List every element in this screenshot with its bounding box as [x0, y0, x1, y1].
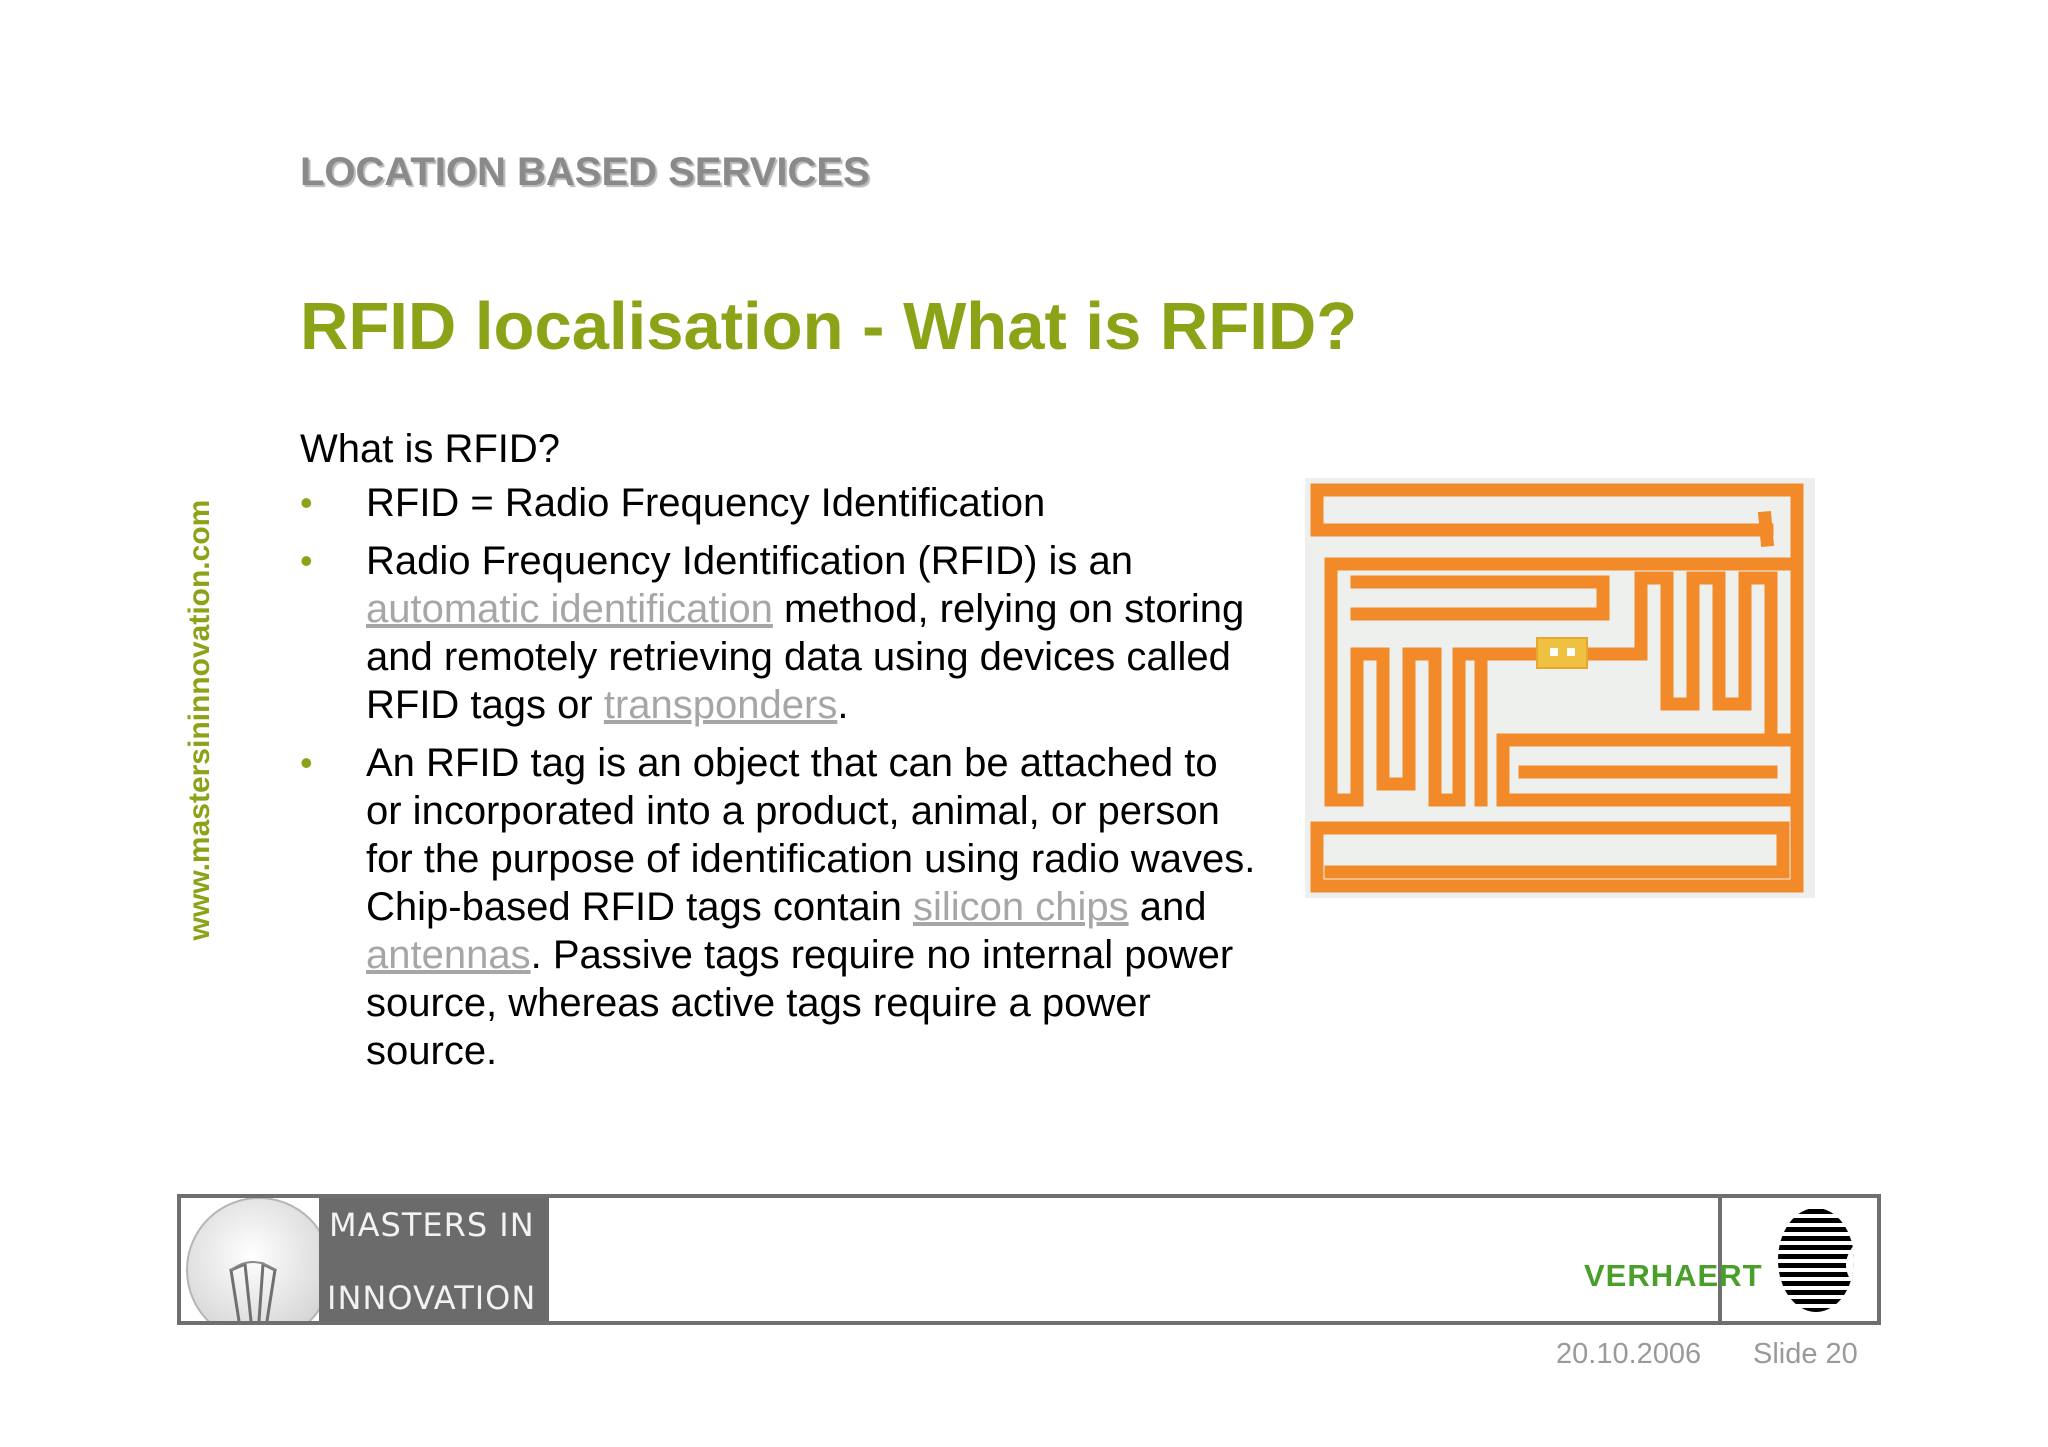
rfid-antenna-graphic — [1310, 483, 1804, 893]
bullet-list: • RFID = Radio Frequency Identification … — [300, 479, 1260, 1075]
verhaert-logo-icon — [1778, 1209, 1854, 1312]
bullet-dot: • — [300, 540, 313, 581]
rfid-tag-image — [1305, 478, 1815, 898]
link-antennas[interactable]: antennas — [366, 933, 531, 977]
bullet-text: method, relying on storing and remotely … — [366, 587, 1245, 727]
bullet-text: Radio Frequency Identification (RFID) is… — [366, 539, 1133, 583]
footer-bar: MASTERS IN INNOVATION VERHAERT — [177, 1194, 1881, 1325]
bullet-dot: • — [300, 482, 313, 523]
rfid-chip — [1536, 637, 1588, 669]
footer-divider — [1718, 1198, 1722, 1321]
link-silicon-chips[interactable]: silicon chips — [912, 885, 1129, 929]
bullet-text: and — [1128, 885, 1207, 929]
slide-number: Slide 20 — [1753, 1338, 1858, 1370]
link-automatic-identification[interactable]: automatic identification — [366, 587, 773, 631]
bullet-text: . — [837, 683, 849, 727]
section-header: LOCATION BASED SERVICES — [300, 150, 870, 194]
link-transponders[interactable]: transponders — [603, 683, 838, 727]
bullet-text: . Passive tags require no internal power… — [366, 933, 1234, 1073]
logo-text-bottom: INNOVATION — [327, 1279, 537, 1317]
logo-text-top: MASTERS IN — [329, 1206, 535, 1244]
lightbulb-icon — [186, 1198, 319, 1321]
slide-content: What is RFID? • RFID = Radio Frequency I… — [300, 425, 1260, 1085]
side-url: www.mastersininnovation.com — [180, 470, 220, 970]
masters-in-innovation-logo: MASTERS IN INNOVATION — [319, 1198, 549, 1321]
bullet-item: • An RFID tag is an object that can be a… — [300, 739, 1260, 1075]
bullet-text: An RFID tag is an object that can be att… — [366, 741, 1256, 929]
bullet-item: • Radio Frequency Identification (RFID) … — [300, 537, 1260, 729]
bullet-text: RFID = Radio Frequency Identification — [366, 481, 1046, 525]
bulb-image — [181, 1198, 319, 1321]
side-url-text: www.mastersininnovation.com — [183, 499, 216, 941]
footer-date: 20.10.2006 — [1556, 1338, 1702, 1370]
verhaert-brand: VERHAERT — [1584, 1258, 1763, 1293]
bullet-dot: • — [300, 742, 313, 783]
bullet-item: • RFID = Radio Frequency Identification — [300, 479, 1260, 527]
slide-title: RFID localisation - What is RFID? — [300, 289, 1358, 364]
intro-heading: What is RFID? — [300, 427, 561, 471]
